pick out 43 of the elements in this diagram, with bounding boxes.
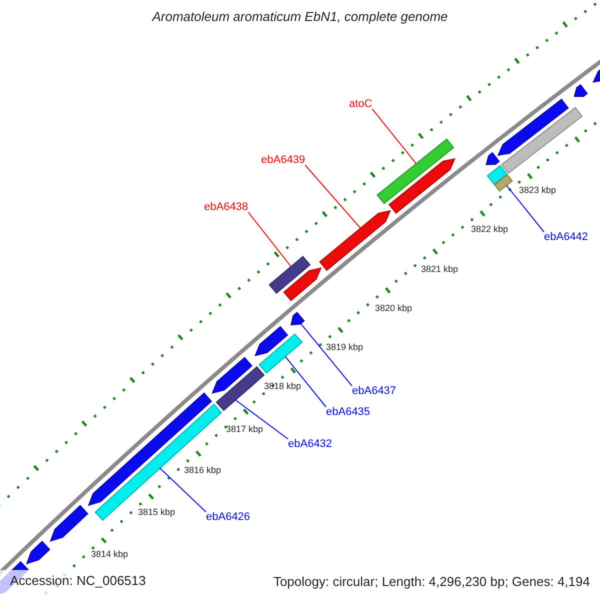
info-text: Topology: circular; Length: 4,296,230 bp; Genes: 4,194 <box>273 575 590 590</box>
position-label: 3816 kbp <box>184 466 222 476</box>
leader-line <box>300 323 352 386</box>
position-label: 3821 kbp <box>421 265 458 275</box>
position-label: 3819 kbp <box>326 343 364 353</box>
position-label: 3822 kbp <box>471 225 508 235</box>
gene-feature <box>283 267 322 302</box>
gene-label: ebA6437 <box>352 385 396 397</box>
gene-feature <box>26 540 50 564</box>
position-label: 3817 kbp <box>226 425 264 435</box>
position-label: 3820 kbp <box>375 304 412 314</box>
gene-feature <box>494 174 513 192</box>
position-label: 3823 kbp <box>519 186 556 196</box>
gene-label: ebA6439 <box>261 154 306 166</box>
gene-feature <box>212 356 253 394</box>
gene-feature <box>268 256 311 294</box>
gene-feature <box>319 210 391 272</box>
gene-feature <box>216 366 265 412</box>
gene-feature <box>290 312 305 326</box>
gene-label: ebA6426 <box>206 511 250 523</box>
gene-feature <box>500 106 583 174</box>
gene-label: atoC <box>349 98 372 110</box>
position-label: 3818 kbp <box>264 382 302 392</box>
gene-feature <box>376 138 454 204</box>
leader-line <box>372 108 417 164</box>
title: Aromatoleum aromaticum EbN1, complete genome <box>150 10 449 24</box>
leader-line <box>304 164 361 229</box>
gene-feature <box>258 333 303 374</box>
gene-feature <box>254 326 288 356</box>
leader-line <box>506 185 544 232</box>
gene-feature <box>388 158 456 214</box>
gene-feature <box>486 164 508 186</box>
gene-label: ebA6432 <box>288 438 332 450</box>
gene-feature <box>574 84 588 97</box>
gene-label: ebA6438 <box>204 201 248 213</box>
position-label: 3814 kbp <box>91 550 128 560</box>
position-label: 3815 kbp <box>138 508 176 518</box>
gene-feature <box>50 504 88 542</box>
gene-label: ebA6435 <box>326 406 370 418</box>
gene-feature <box>497 98 569 156</box>
leader-line <box>248 212 292 267</box>
leader-line <box>159 467 206 512</box>
gene-label: ebA6442 <box>544 231 588 243</box>
